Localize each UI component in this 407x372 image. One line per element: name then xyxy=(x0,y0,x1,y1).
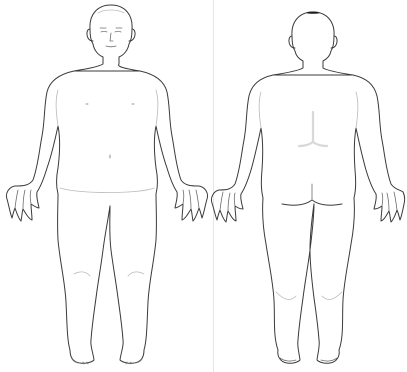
front-torso-left xyxy=(6,71,110,363)
front-right-fingers xyxy=(183,190,199,209)
back-right-armpit xyxy=(356,92,358,128)
front-left-armpit xyxy=(56,90,58,126)
back-heels xyxy=(280,358,337,361)
back-left-armpit xyxy=(259,92,261,128)
front-torso-right xyxy=(110,71,208,363)
front-hip-line xyxy=(60,188,154,193)
back-right-fingers xyxy=(382,192,397,211)
back-spine-mark xyxy=(299,112,327,146)
front-nose xyxy=(110,33,113,41)
back-calves xyxy=(276,292,342,299)
back-hair-tuft xyxy=(306,12,320,14)
front-eyes xyxy=(101,31,121,32)
front-figure xyxy=(6,5,207,364)
back-left-fingers xyxy=(220,192,235,211)
front-hairline xyxy=(98,10,124,13)
front-left-fingers xyxy=(15,190,31,209)
front-head xyxy=(74,5,140,71)
back-buttocks-line xyxy=(282,200,342,205)
back-head xyxy=(273,12,353,75)
front-knees xyxy=(74,272,144,276)
front-mouth xyxy=(106,46,116,47)
back-figure xyxy=(211,12,404,364)
front-right-armpit xyxy=(156,90,158,126)
back-torso-left xyxy=(211,75,314,363)
